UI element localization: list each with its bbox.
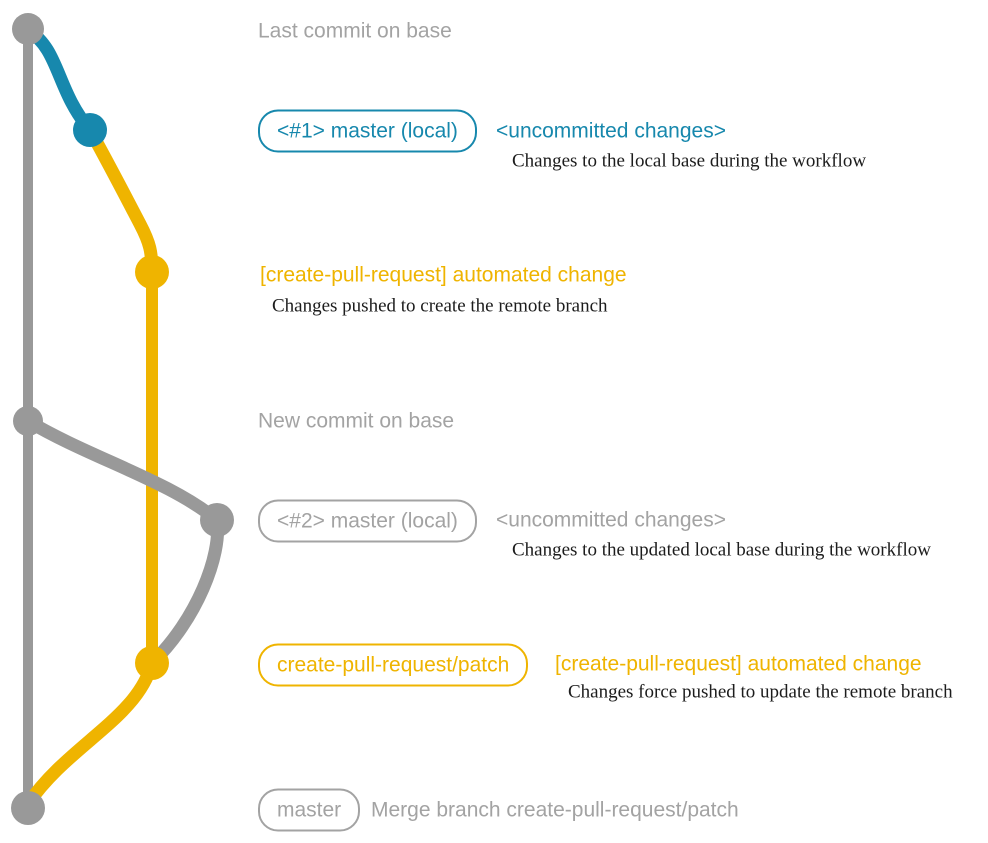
uncommitted-changes-1-desc: Changes to the local base during the wor… [512,150,867,172]
commit-node-uncommitted-2 [200,503,234,537]
badge-master-local-1: <#1> master (local) [258,109,477,153]
uncommitted-changes-2-desc: Changes to the updated local base during… [512,539,931,561]
merge-note-label: Merge branch create-pull-request/patch [371,798,739,822]
automated-change-2-title: [create-pull-request] automated change [555,652,922,676]
updated-base-branch-edge [21,414,225,669]
uncommitted-changes-2-title: <uncommitted changes> [496,508,726,532]
new-commit-label: New commit on base [258,409,455,433]
commit-node-new-base [13,406,43,436]
commit-node-automated-2 [135,646,169,680]
commit-node-last-base [12,13,44,45]
badge-master: master [258,788,361,832]
patch-merge-edge [21,656,159,811]
badge-master-local-2: <#2> master (local) [258,499,477,543]
automated-change-1-title: [create-pull-request] automated change [260,263,627,287]
automated-change-2-desc: Changes force pushed to update the remot… [568,681,953,703]
patch-branch-edge-upper [83,123,159,280]
badge-cpr-patch: create-pull-request/patch [258,643,529,687]
commit-node-automated-1 [135,255,169,289]
uncommitted-changes-1-title: <uncommitted changes> [496,119,726,143]
commit-node-merge [11,791,45,825]
uncommitted-branch-edge [21,23,97,137]
automated-change-1-desc: Changes pushed to create the remote bran… [272,295,608,317]
last-commit-label: Last commit on base [258,19,452,43]
commit-node-uncommitted-1 [73,113,107,147]
